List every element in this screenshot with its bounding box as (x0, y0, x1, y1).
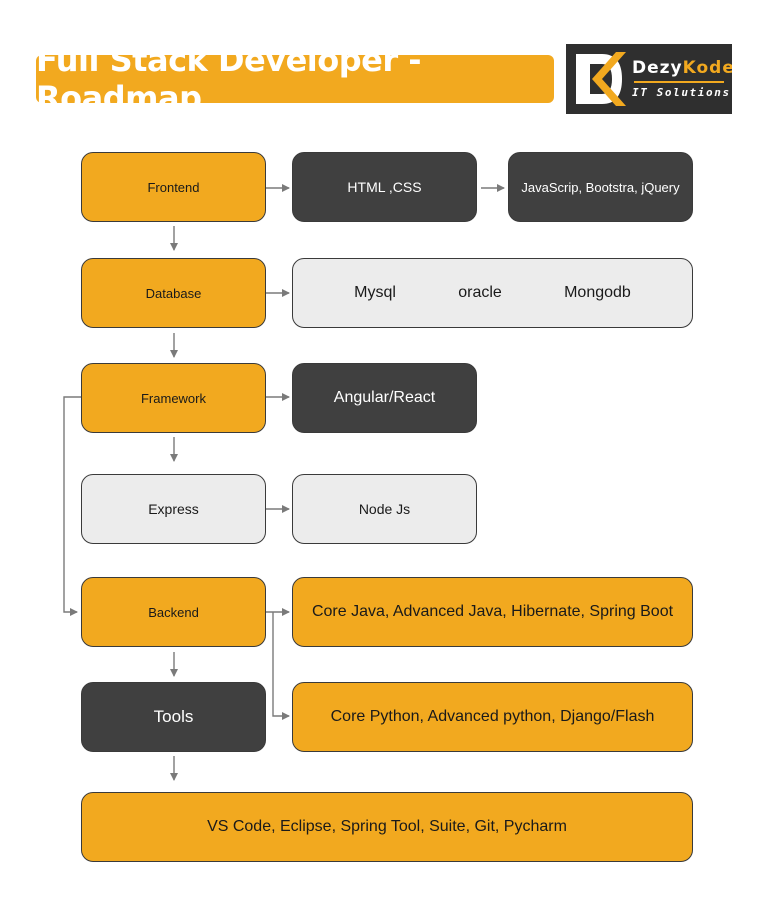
logo-name-part2: Kode (682, 58, 732, 78)
db-option-mysql: Mysql (354, 284, 396, 301)
node-angular-react: Angular/React (292, 363, 477, 433)
node-frontend: Frontend (81, 152, 266, 222)
company-logo: DezyKode IT Solutions (566, 44, 732, 114)
node-node-js: Node Js (292, 474, 477, 544)
node-database-options: Mysql oracle Mongodb (292, 258, 693, 328)
node-js-libraries: JavaScrip, Bootstra, jQuery (508, 152, 693, 222)
arrow-framework-backend (63, 396, 81, 616)
node-backend: Backend (81, 577, 266, 647)
logo-subtitle: IT Solutions (632, 86, 731, 99)
arrow-backend-python (272, 612, 290, 720)
db-option-mongodb: Mongodb (564, 284, 631, 301)
node-html-css: HTML ,CSS (292, 152, 477, 222)
logo-name: DezyKode (632, 58, 732, 78)
logo-name-part1: Dezy (632, 58, 683, 78)
node-express: Express (81, 474, 266, 544)
logo-divider (634, 81, 724, 83)
node-java-stack: Core Java, Advanced Java, Hibernate, Spr… (292, 577, 693, 647)
node-database: Database (81, 258, 266, 328)
db-option-oracle: oracle (458, 284, 502, 301)
node-framework: Framework (81, 363, 266, 433)
node-tool-list: VS Code, Eclipse, Spring Tool, Suite, Gi… (81, 792, 693, 862)
page-title: Full Stack Developer - Roadmap (36, 41, 422, 117)
title-banner: Full Stack Developer - Roadmap (36, 41, 554, 117)
dk-logo-mark-icon (576, 52, 626, 106)
node-tools: Tools (81, 682, 266, 752)
node-python-stack: Core Python, Advanced python, Django/Fla… (292, 682, 693, 752)
